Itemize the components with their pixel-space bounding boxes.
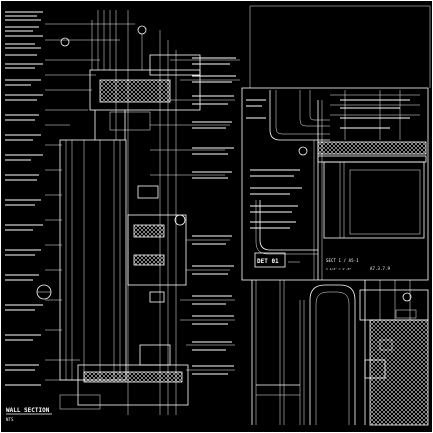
right-leader-lines <box>150 59 240 371</box>
detail-bubble <box>174 214 186 226</box>
detail-callout: DET 01 <box>257 258 279 265</box>
roof-membrane-hatch <box>317 141 427 155</box>
detail-note: A7.3.7.9 <box>370 266 391 271</box>
bottom-scale-note: NTS <box>6 417 14 422</box>
base-assembly <box>77 364 189 406</box>
left-notes-block <box>5 11 43 386</box>
detail-callout-box <box>254 252 286 268</box>
parapet-hatch <box>99 79 171 103</box>
grid-bubble-top <box>137 25 147 35</box>
detail-marker-lower <box>402 292 412 302</box>
detail-sheet-ref: SECT 1 / A5-1 <box>326 258 359 263</box>
detail-marker-right <box>298 146 308 156</box>
arched-frame <box>309 284 356 425</box>
left-section-title: WALL SECTION <box>6 407 50 414</box>
left-leader-lines <box>45 23 135 381</box>
detail-scale: 1 1/2" = 1'-0" <box>326 267 351 271</box>
lower-right-elevation <box>251 280 429 426</box>
right-detail: DET 01 SECT 1 / A5-1 1 1/2" = 1'-0" A7.3… <box>241 87 429 281</box>
detail-marker-top <box>60 37 70 47</box>
right-detail-frame <box>241 87 429 281</box>
interior-box <box>323 161 425 239</box>
right-notes-block <box>192 57 236 375</box>
left-wall-section: WALL SECTION NTS <box>5 10 240 422</box>
wall-column-outline <box>59 139 127 381</box>
cladding-hatch <box>369 319 429 426</box>
